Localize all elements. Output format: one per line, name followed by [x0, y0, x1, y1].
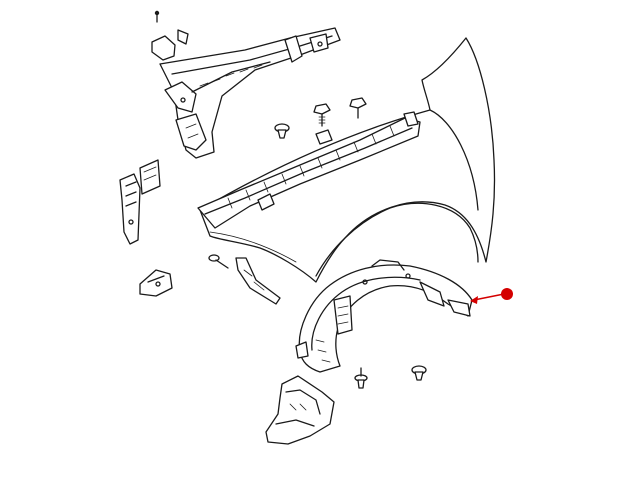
lower-splash-shield	[265, 375, 335, 445]
part-callout	[470, 288, 513, 304]
small-clip	[315, 129, 333, 145]
lower-bracket	[139, 269, 173, 297]
liner-push-pin	[354, 367, 368, 389]
strap-bolt	[208, 254, 229, 269]
fastener-bolt	[313, 103, 331, 127]
callout-marker[interactable]	[501, 288, 513, 300]
upper-fender-rail	[151, 27, 341, 159]
strap-bracket	[235, 257, 281, 305]
fastener-nut	[349, 97, 367, 119]
push-pin-retainer	[274, 123, 290, 139]
front-wheelhouse-liner	[295, 259, 473, 373]
small-screw	[154, 10, 160, 23]
fender-mounting-bracket	[119, 159, 161, 245]
liner-retainer	[411, 365, 427, 381]
fender-support-rail	[197, 111, 421, 229]
